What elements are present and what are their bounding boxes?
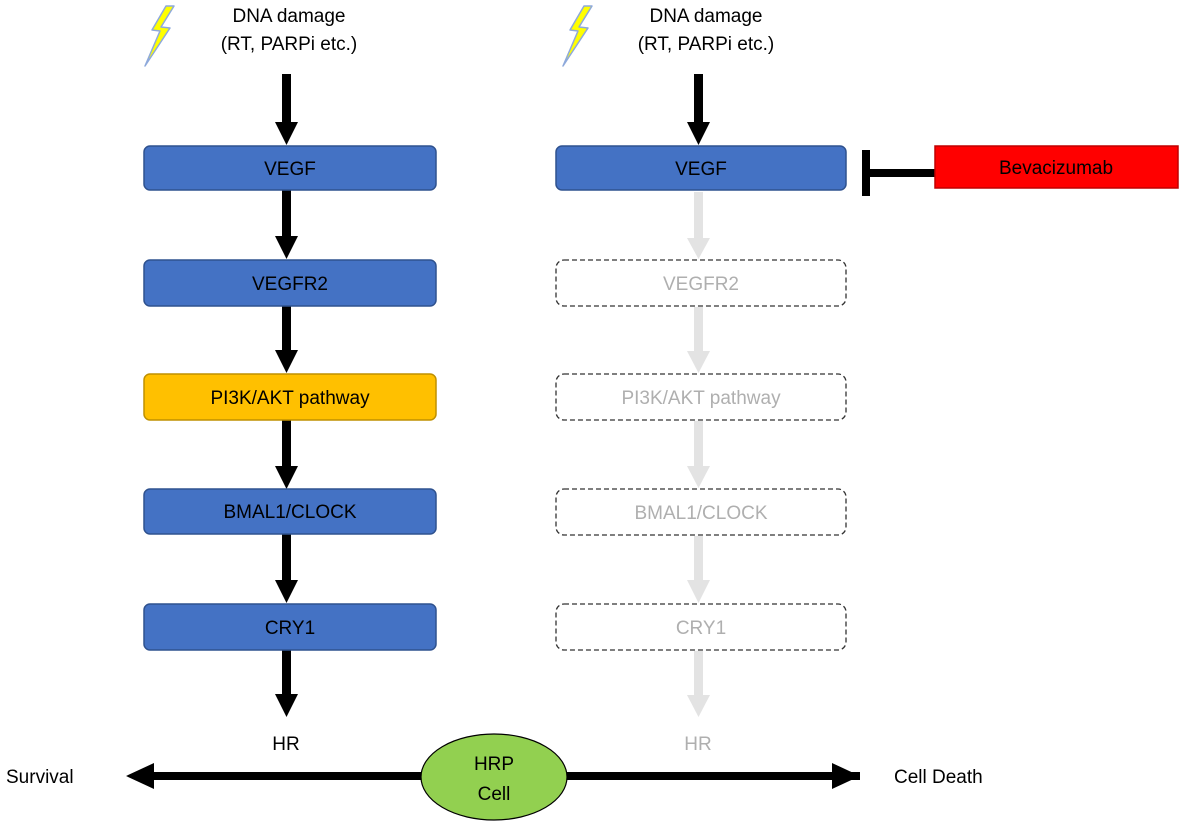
right-node-pi3k-akt: PI3K/AKT pathway [555,373,847,421]
svg-text:VEGF: VEGF [675,159,727,180]
left-node-cry1: CRY1 [143,603,437,651]
left-hr-label: HR [272,734,299,755]
left-node-vegfr2: VEGFR2 [143,259,437,307]
svg-text:HRP: HRP [474,754,514,775]
svg-text:Cell: Cell [478,784,511,805]
bevacizumab-box: Bevacizumab [934,145,1179,189]
svg-text:VEGF: VEGF [264,159,316,180]
svg-text:PI3K/AKT pathway: PI3K/AKT pathway [210,388,370,409]
dna-damage-label: DNA damage [232,6,345,27]
left-node-bmal1-clock: BMAL1/CLOCK [143,488,437,535]
cell-death-label: Cell Death [894,767,983,788]
lightning-icon [562,5,593,67]
hrp-cell: HRP Cell [420,733,568,821]
right-hr-label: HR [684,734,711,755]
svg-text:VEGFR2: VEGFR2 [663,274,739,295]
svg-text:CRY1: CRY1 [676,618,726,639]
dna-damage-sources-label: (RT, PARPi etc.) [221,34,358,55]
dna-damage-sources-label: (RT, PARPi etc.) [638,34,775,55]
right-node-bmal1-clock: BMAL1/CLOCK [555,488,847,536]
svg-text:VEGFR2: VEGFR2 [252,274,328,295]
svg-text:PI3K/AKT pathway: PI3K/AKT pathway [621,388,781,409]
right-node-vegfr2: VEGFR2 [555,259,847,307]
left-arrows [275,74,298,717]
right-node-cry1: CRY1 [555,603,847,651]
svg-text:CRY1: CRY1 [265,618,315,639]
survival-label: Survival [6,767,74,788]
svg-text:BMAL1/CLOCK: BMAL1/CLOCK [223,502,356,523]
lightning-icon [144,5,175,67]
right-active-arrow [687,74,710,145]
svg-text:BMAL1/CLOCK: BMAL1/CLOCK [634,503,767,524]
left-node-vegf: VEGF [143,145,437,191]
right-inactive-arrows [687,192,710,717]
right-node-vegf: VEGF [555,145,847,191]
svg-text:Bevacizumab: Bevacizumab [999,158,1113,179]
inhibition-bar [862,150,936,196]
dna-damage-label: DNA damage [649,6,762,27]
left-node-pi3k-akt: PI3K/AKT pathway [143,373,437,421]
